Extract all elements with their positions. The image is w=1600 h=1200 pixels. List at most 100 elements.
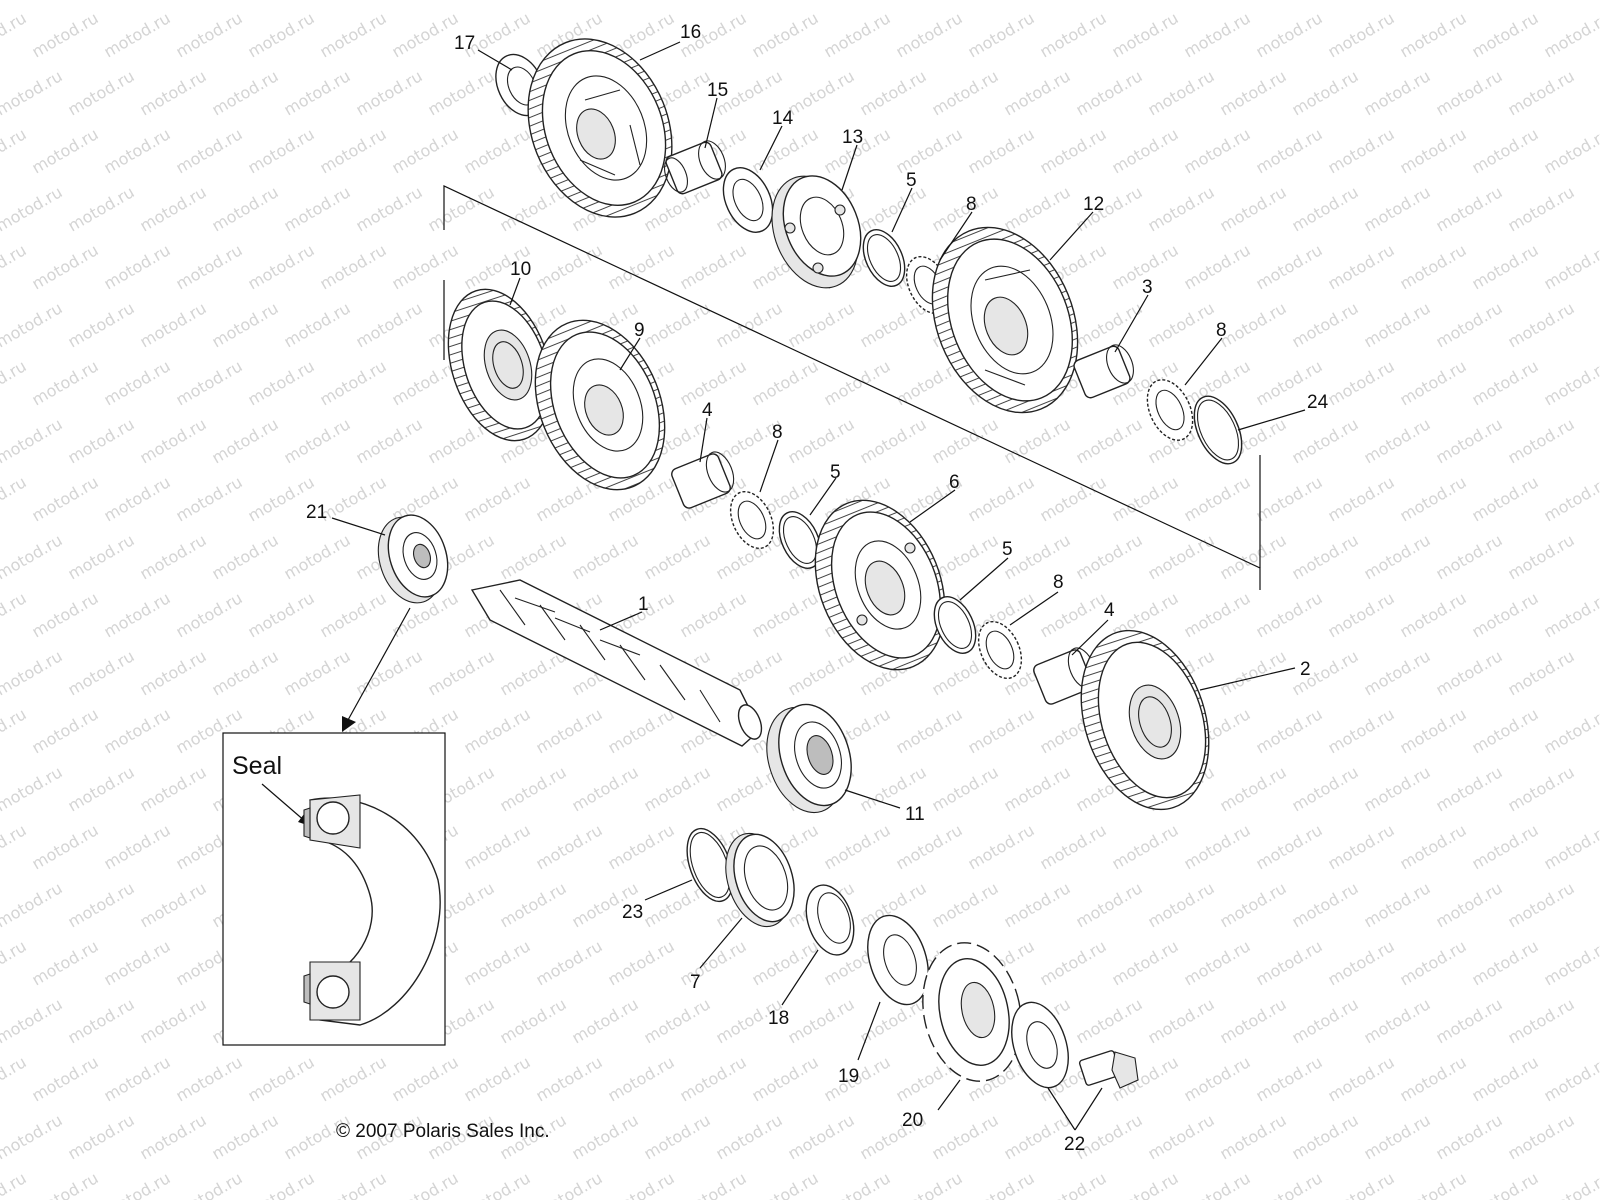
watermark-text: motod.ru: [0, 8, 30, 61]
watermark-text: motod.ru: [425, 182, 498, 235]
watermark-text: motod.ru: [245, 356, 318, 409]
watermark-text: motod.ru: [1433, 298, 1506, 351]
watermark-text: motod.ru: [1325, 820, 1398, 873]
watermark-text: motod.ru: [137, 66, 210, 119]
watermark-text: motod.ru: [317, 356, 390, 409]
watermark-text: motod.ru: [101, 240, 174, 293]
watermark-text: motod.ru: [1361, 182, 1434, 235]
watermark-text: motod.ru: [461, 1052, 534, 1105]
watermark-text: motod.ru: [137, 414, 210, 467]
watermark-text: motod.ru: [497, 762, 570, 815]
watermark-text: motod.ru: [29, 704, 102, 757]
watermark-text: motod.ru: [569, 0, 642, 3]
watermark-text: motod.ru: [245, 8, 318, 61]
watermark-text: motod.ru: [1217, 646, 1290, 699]
watermark-text: motod.ru: [605, 820, 678, 873]
watermark-text: motod.ru: [461, 936, 534, 989]
watermark-text: motod.ru: [281, 0, 354, 3]
watermark-text: motod.ru: [1433, 182, 1506, 235]
callout-6: 6: [949, 472, 960, 493]
watermark-text: motod.ru: [1145, 530, 1218, 583]
callout-5-lower: 5: [1002, 539, 1013, 560]
part-1-mainshaft: [470, 579, 763, 747]
watermark-text: motod.ru: [1361, 414, 1434, 467]
watermark-text: motod.ru: [1253, 240, 1326, 293]
watermark-text: motod.ru: [1253, 820, 1326, 873]
watermark-text: motod.ru: [1217, 298, 1290, 351]
watermark-text: motod.ru: [65, 1110, 138, 1163]
watermark-text: motod.ru: [857, 994, 930, 1047]
watermark-text: motod.ru: [1037, 124, 1110, 177]
watermark-text: motod.ru: [569, 1110, 642, 1163]
watermark-text: motod.ru: [0, 1110, 66, 1163]
watermark-text: motod.ru: [1361, 878, 1434, 931]
watermark-text: motod.ru: [965, 124, 1038, 177]
watermark-text: motod.ru: [101, 356, 174, 409]
watermark-text: motod.ru: [1181, 1052, 1254, 1105]
watermark-text: motod.ru: [641, 762, 714, 815]
watermark-text: motod.ru: [1433, 66, 1506, 119]
watermark-text: motod.ru: [1181, 820, 1254, 873]
part-13-shift-collar: [771, 175, 862, 289]
watermark-text: motod.ru: [893, 8, 966, 61]
watermark-text: motod.ru: [1325, 704, 1398, 757]
watermark-text: motod.ru: [677, 1052, 750, 1105]
watermark-text: motod.ru: [713, 1110, 786, 1163]
part-8-spline-washer-right: [1146, 379, 1194, 441]
watermark-text: motod.ru: [1289, 414, 1362, 467]
watermark-text: motod.ru: [461, 472, 534, 525]
watermark-text: motod.ru: [749, 356, 822, 409]
watermark-text: motod.ru: [1253, 588, 1326, 641]
watermark-text: motod.ru: [317, 124, 390, 177]
watermark-text: motod.ru: [65, 762, 138, 815]
part-2-gear: [1080, 629, 1210, 811]
watermark-text: motod.ru: [1253, 936, 1326, 989]
watermark-text: motod.ru: [1073, 878, 1146, 931]
watermark-text: motod.ru: [1109, 472, 1182, 525]
watermark-text: motod.ru: [281, 182, 354, 235]
callout-17: 17: [454, 33, 475, 54]
callout-18: 18: [768, 1008, 789, 1029]
watermark-text: motod.ru: [0, 1168, 30, 1200]
watermark-text: motod.ru: [1325, 8, 1398, 61]
watermark-text: motod.ru: [1541, 472, 1600, 525]
watermark-text: motod.ru: [1397, 936, 1470, 989]
watermark-text: motod.ru: [929, 878, 1002, 931]
watermark-text: motod.ru: [353, 182, 426, 235]
watermark-text: motod.ru: [137, 1110, 210, 1163]
watermark-text: motod.ru: [821, 356, 894, 409]
watermark-text: motod.ru: [101, 1052, 174, 1105]
watermark-text: motod.ru: [281, 414, 354, 467]
watermark-text: motod.ru: [0, 588, 30, 641]
watermark-text: motod.ru: [29, 356, 102, 409]
watermark-text: motod.ru: [245, 588, 318, 641]
watermark-text: motod.ru: [29, 820, 102, 873]
watermark-text: motod.ru: [0, 240, 30, 293]
part-4-bushing-mid: [671, 451, 735, 509]
callout-8-lower: 8: [1053, 572, 1064, 593]
watermark-text: motod.ru: [1145, 298, 1218, 351]
watermark-text: motod.ru: [1361, 762, 1434, 815]
callout-15: 15: [707, 80, 728, 101]
watermark-text: motod.ru: [173, 8, 246, 61]
watermark-text: motod.ru: [1109, 124, 1182, 177]
watermark-text: motod.ru: [641, 994, 714, 1047]
leader-lines: [331, 41, 1306, 1131]
watermark-text: motod.ru: [101, 936, 174, 989]
watermark-text: motod.ru: [677, 240, 750, 293]
watermark-text: motod.ru: [1289, 0, 1362, 3]
watermark-text: motod.ru: [929, 66, 1002, 119]
watermark-text: motod.ru: [1433, 530, 1506, 583]
watermark-text: motod.ru: [569, 530, 642, 583]
watermark-text: motod.ru: [1289, 762, 1362, 815]
watermark-text: motod.ru: [965, 1168, 1038, 1200]
part-5-circlip-mid: [778, 511, 822, 569]
watermark-text: motod.ru: [29, 8, 102, 61]
watermark-text: motod.ru: [1361, 1110, 1434, 1163]
part-12-gear: [931, 226, 1079, 414]
watermark-text: motod.ru: [1325, 1168, 1398, 1200]
watermark-text: motod.ru: [1217, 878, 1290, 931]
watermark-text: motod.ru: [65, 878, 138, 931]
part-20-sprocket: [922, 942, 1022, 1082]
watermark-text: motod.ru: [173, 124, 246, 177]
